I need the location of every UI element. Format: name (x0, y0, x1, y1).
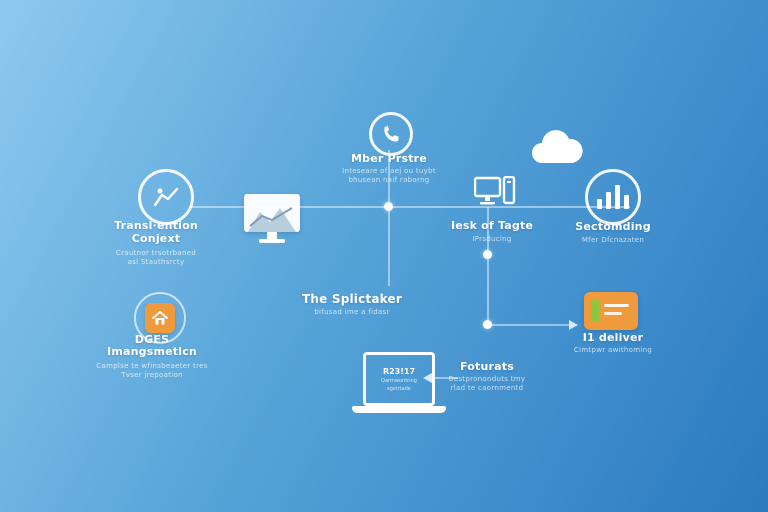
tag-green-bar (591, 300, 599, 322)
node-subtitle: Crautnor trsotrbaned (115, 249, 197, 257)
node-subtitle: IPrsducing (472, 235, 512, 243)
house-icon (134, 292, 186, 344)
node-title-foturats: Foturats (460, 360, 514, 373)
tag-line (604, 304, 629, 307)
junction-node (384, 202, 393, 211)
node-title-desk: Iesk of Tagte (450, 219, 534, 232)
node-title-translation-line2: Conjext (131, 232, 181, 245)
arrow-left-icon (423, 373, 432, 383)
node-title-translation: Transl·ention (114, 219, 198, 232)
junction-node (483, 320, 492, 329)
node-subtitle: Inteseare of aej ou tuybt (342, 167, 436, 175)
node-title-deliver: I1 deliver (582, 331, 644, 344)
junction-node (483, 250, 492, 259)
monitor-screen (244, 194, 300, 232)
monitor-chart-icon (244, 194, 300, 243)
connector-second-vertical (487, 207, 489, 325)
node-title-splictaker: The Splictaker (302, 292, 402, 306)
laptop-screen-line: Qarmwontring (381, 377, 417, 384)
cloud-icon (528, 130, 584, 172)
node-title-dges-line2: Imangsmetlcn (107, 345, 197, 358)
node-subtitle: asl Stauthsrcty (127, 258, 185, 266)
node-subtitle: rlad te caornmentd (450, 384, 524, 392)
connector-to-tag (489, 324, 569, 326)
node-subtitle: Cimtpwr awithoming (573, 346, 653, 354)
house-icon-box (145, 303, 175, 333)
arrow-right-icon (569, 320, 578, 330)
laptop-screen-title: R23!17 (382, 366, 416, 376)
node-title-user-phone: Mber Prstre (351, 152, 427, 165)
laptop-base (352, 406, 446, 413)
connector-main-horizontal (190, 206, 630, 208)
price-tag-icon (584, 292, 638, 330)
desktop-computer-icon (473, 175, 516, 212)
laptop-screen: R23!17 Qarmwontring sgstrtade (363, 352, 435, 406)
tag-line (604, 312, 622, 315)
monitor-stand (267, 232, 277, 239)
node-subtitle: Camplse te wfinsbeaeter tres (96, 362, 208, 370)
connector-phone-vertical (388, 150, 390, 286)
phone-icon (369, 112, 413, 156)
node-subtitle: Bestprononduts tmy (448, 375, 526, 383)
bar-chart-bars (597, 185, 629, 209)
monitor-base (259, 239, 285, 243)
node-title-dges: DGES (134, 333, 170, 346)
node-subtitle: Mfer Dfcnazaten (581, 236, 645, 244)
node-title-sectomding: Sectomding (575, 220, 651, 233)
connector-to-laptop (432, 377, 458, 379)
laptop-icon: R23!17 Qarmwontring sgstrtade (352, 352, 446, 413)
bar-chart-icon (585, 169, 641, 225)
trend-chart-icon (138, 169, 194, 225)
laptop-screen-line: sgstrtade (387, 385, 411, 392)
node-subtitle: bifusad ime a fidasr (314, 308, 390, 316)
node-subtitle: Tvser jrepoation (121, 371, 183, 379)
node-subtitle: bhusean naif raborng (348, 176, 430, 184)
